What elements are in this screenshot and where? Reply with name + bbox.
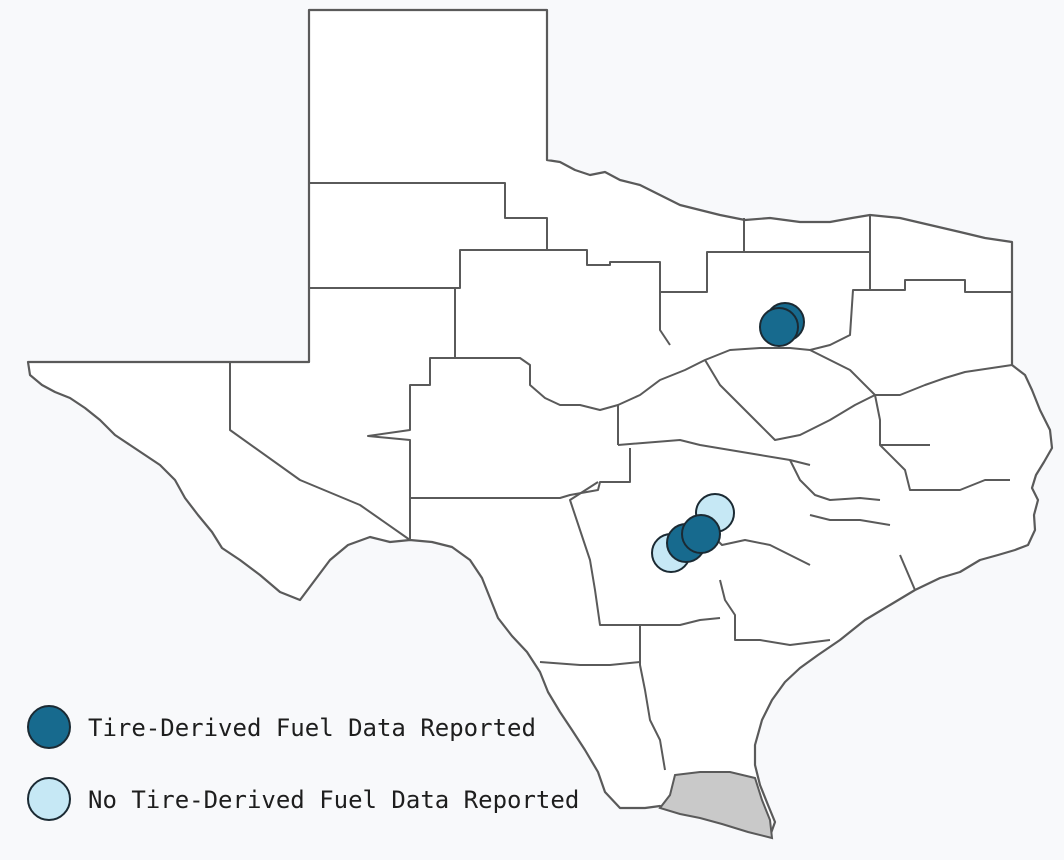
legend-reported-label: Tire-Derived Fuel Data Reported <box>88 714 536 742</box>
region-boundaries <box>229 182 1013 771</box>
legend-not-reported-swatch <box>27 777 71 821</box>
state-outline <box>26 8 1054 838</box>
legend-reported-swatch <box>27 705 71 749</box>
marker-group <box>651 302 805 573</box>
highlighted-region <box>658 771 774 840</box>
facility-marker[interactable] <box>681 514 721 554</box>
legend: Tire-Derived Fuel Data Reported No Tire-… <box>27 705 579 821</box>
legend-not-reported-label: No Tire-Derived Fuel Data Reported <box>88 786 579 814</box>
facility-marker[interactable] <box>759 307 799 347</box>
